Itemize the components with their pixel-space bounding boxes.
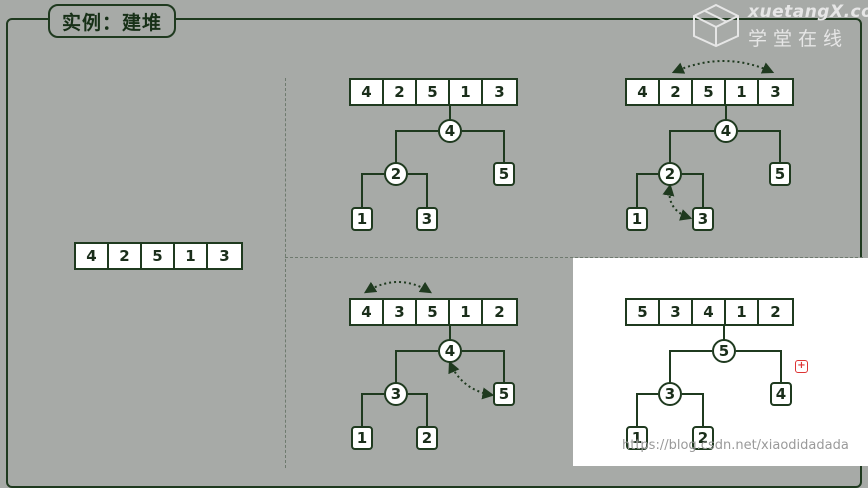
cube-logo-icon: [693, 3, 739, 48]
tree-node-internal: 3: [384, 382, 408, 406]
array-cell: 4: [351, 80, 384, 104]
tree-node-leaf: 5: [493, 382, 515, 406]
tree-node-leaf: 1: [626, 426, 648, 450]
initial-array: 4 2 5 1 3: [74, 242, 243, 270]
tree-node-leaf: 5: [769, 162, 791, 186]
array-cell: 3: [770, 83, 781, 101]
heap-array-result: 5 3 4 1 2: [625, 298, 794, 326]
heap-array-step-2: 4 2 5 1 3: [625, 78, 794, 106]
tree-node-internal: 3: [658, 382, 682, 406]
tree-node-internal: 2: [658, 162, 682, 186]
brand-cn: 学堂在线: [748, 28, 849, 50]
heap-array-step-1: 4 2 5 1 3: [349, 78, 518, 106]
array-cell: 2: [494, 303, 505, 321]
tree-node-leaf: 1: [351, 426, 373, 450]
vertical-divider: [285, 78, 286, 468]
array-cell: 1: [175, 244, 208, 268]
tree-node-leaf: 5: [493, 162, 515, 186]
array-cell: 5: [417, 80, 450, 104]
brand-latin: xuetangX.com: [748, 2, 868, 22]
source-watermark: https://blog.csdn.net/xiaodidadada: [622, 438, 849, 453]
array-cell: 1: [726, 80, 759, 104]
tree-node-root: 5: [712, 339, 736, 363]
plus-marker-icon: +: [795, 360, 808, 373]
array-cell: 5: [142, 244, 175, 268]
array-cell: 4: [693, 300, 726, 324]
xuetangx-logo: xuetangX.com 学堂在线: [690, 0, 868, 50]
array-cell: 3: [384, 300, 417, 324]
array-cell: 5: [417, 300, 450, 324]
array-cell: 4: [351, 300, 384, 324]
array-cell: 3: [219, 247, 230, 265]
horizontal-divider: [285, 257, 863, 258]
array-cell: 1: [726, 300, 759, 324]
slide-title: 实例：建堆: [48, 4, 177, 38]
heap-array-step-3: 4 3 5 1 2: [349, 298, 518, 326]
tree-node-root: 4: [438, 339, 462, 363]
tree-node-root: 4: [714, 119, 738, 143]
array-cell: 3: [494, 83, 505, 101]
tree-node-leaf: 2: [692, 426, 714, 450]
array-cell: 2: [109, 244, 142, 268]
tree-node-leaf: 2: [416, 426, 438, 450]
array-cell: 3: [660, 300, 693, 324]
array-cell: 2: [384, 80, 417, 104]
tree-node-leaf: 1: [626, 207, 648, 231]
tree-node-internal: 2: [384, 162, 408, 186]
tree-node-leaf: 1: [351, 207, 373, 231]
tree-node-root: 4: [438, 119, 462, 143]
tree-node-leaf: 4: [770, 382, 792, 406]
array-cell: 5: [627, 300, 660, 324]
array-cell: 4: [627, 80, 660, 104]
tree-node-leaf: 3: [692, 207, 714, 231]
array-cell: 2: [770, 303, 781, 321]
array-cell: 1: [450, 80, 483, 104]
array-cell: 1: [450, 300, 483, 324]
tree-node-leaf: 3: [416, 207, 438, 231]
array-cell: 2: [660, 80, 693, 104]
array-cell: 5: [693, 80, 726, 104]
array-cell: 4: [76, 244, 109, 268]
